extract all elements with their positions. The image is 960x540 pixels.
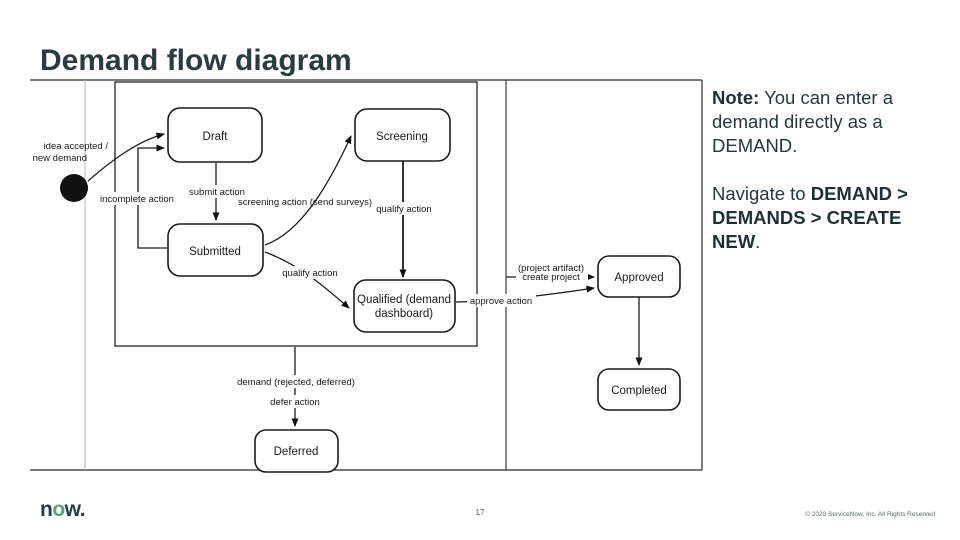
label-screening-action: screening action (send surveys) xyxy=(238,197,372,208)
label-bg xyxy=(373,202,436,215)
label-bg xyxy=(281,266,340,279)
label-bg xyxy=(187,185,249,198)
state-qualified-label-line1: Qualified (demand xyxy=(357,294,451,306)
label-demand-rejected: demand (rejected, deferred) xyxy=(237,377,355,388)
state-draft-box xyxy=(167,107,263,163)
label-defer-action: defer action xyxy=(270,397,320,408)
note-line: demand directly as a xyxy=(712,111,883,132)
start-state-icon xyxy=(60,174,88,202)
state-completed-label: Completed xyxy=(611,385,667,397)
note-nav-bold: DEMANDS > CREATE xyxy=(712,207,902,228)
label-bg xyxy=(236,375,357,388)
state-approved-label: Approved xyxy=(614,272,663,284)
state-screening-label: Screening xyxy=(376,131,428,143)
note-line: NEW. xyxy=(712,230,942,254)
logo-letter: w. xyxy=(64,498,86,521)
note-line: DEMANDS > CREATE xyxy=(712,206,942,230)
start-label-line1: idea accepted / xyxy=(44,141,109,152)
state-qualified-box xyxy=(353,279,456,333)
note-bold-lead: Note: xyxy=(712,87,760,108)
note-block: Note: You can enter a demand directly as… xyxy=(712,86,942,254)
note-spacer xyxy=(712,158,942,182)
composite-state-frame xyxy=(114,81,478,347)
state-deferred-label: Deferred xyxy=(274,446,319,458)
edge-start-to-draft xyxy=(87,132,165,182)
note-nav-bold: DEMAND > xyxy=(810,183,908,204)
label-qualify-action-bottom: qualify action xyxy=(282,268,337,279)
state-submitted-box xyxy=(167,223,264,277)
label-bg xyxy=(100,192,176,205)
note-line: Note: You can enter a xyxy=(712,86,942,110)
label-approve-action: approve action xyxy=(470,296,532,307)
state-completed-box xyxy=(597,368,681,411)
edge-submitted-to-qualified xyxy=(264,251,350,309)
label-project-artifact: (project artifact) xyxy=(518,263,584,274)
state-draft-label: Draft xyxy=(203,131,229,143)
start-label-line2: new demand xyxy=(33,153,87,164)
state-deferred: Deferred xyxy=(254,429,339,473)
edge-submitted-to-screening xyxy=(264,135,352,246)
note-line: Navigate to DEMAND > xyxy=(712,182,942,206)
state-submitted: Submitted xyxy=(167,223,264,277)
state-qualified: Qualified (demand dashboard) xyxy=(353,279,456,333)
label-bg xyxy=(267,395,324,408)
state-approved-box xyxy=(597,255,681,298)
note-text: Navigate to xyxy=(712,183,811,204)
label-bg xyxy=(516,261,588,282)
state-approved: Approved xyxy=(597,255,681,298)
label-incomplete-action: incomplete action xyxy=(100,194,174,205)
state-submitted-label: Submitted xyxy=(189,246,241,258)
label-create-project: create project xyxy=(522,272,580,283)
state-deferred-box xyxy=(254,429,339,473)
label-submit-action: submit action xyxy=(189,187,245,198)
page-number: 17 xyxy=(475,508,485,517)
logo-letter: n xyxy=(40,498,53,521)
label-qualify-action-top: qualify action xyxy=(376,204,431,215)
note-line: DEMAND. xyxy=(712,135,798,156)
servicenow-logo: now. xyxy=(40,498,86,522)
note-text: You can enter a xyxy=(759,87,894,108)
label-bg xyxy=(467,294,536,307)
state-draft: Draft xyxy=(167,107,263,163)
note-nav-bold: NEW xyxy=(712,231,756,252)
note-text: . xyxy=(755,231,761,252)
logo-letter-o: o xyxy=(52,498,65,521)
copyright-text: © 2020 ServiceNow, Inc. All Rights Reser… xyxy=(805,511,935,518)
page-title: Demand flow diagram xyxy=(40,44,352,77)
state-screening-box xyxy=(354,108,451,162)
state-qualified-label-line2: dashboard) xyxy=(375,308,433,320)
state-screening: Screening xyxy=(354,108,451,162)
state-completed: Completed xyxy=(597,368,681,411)
